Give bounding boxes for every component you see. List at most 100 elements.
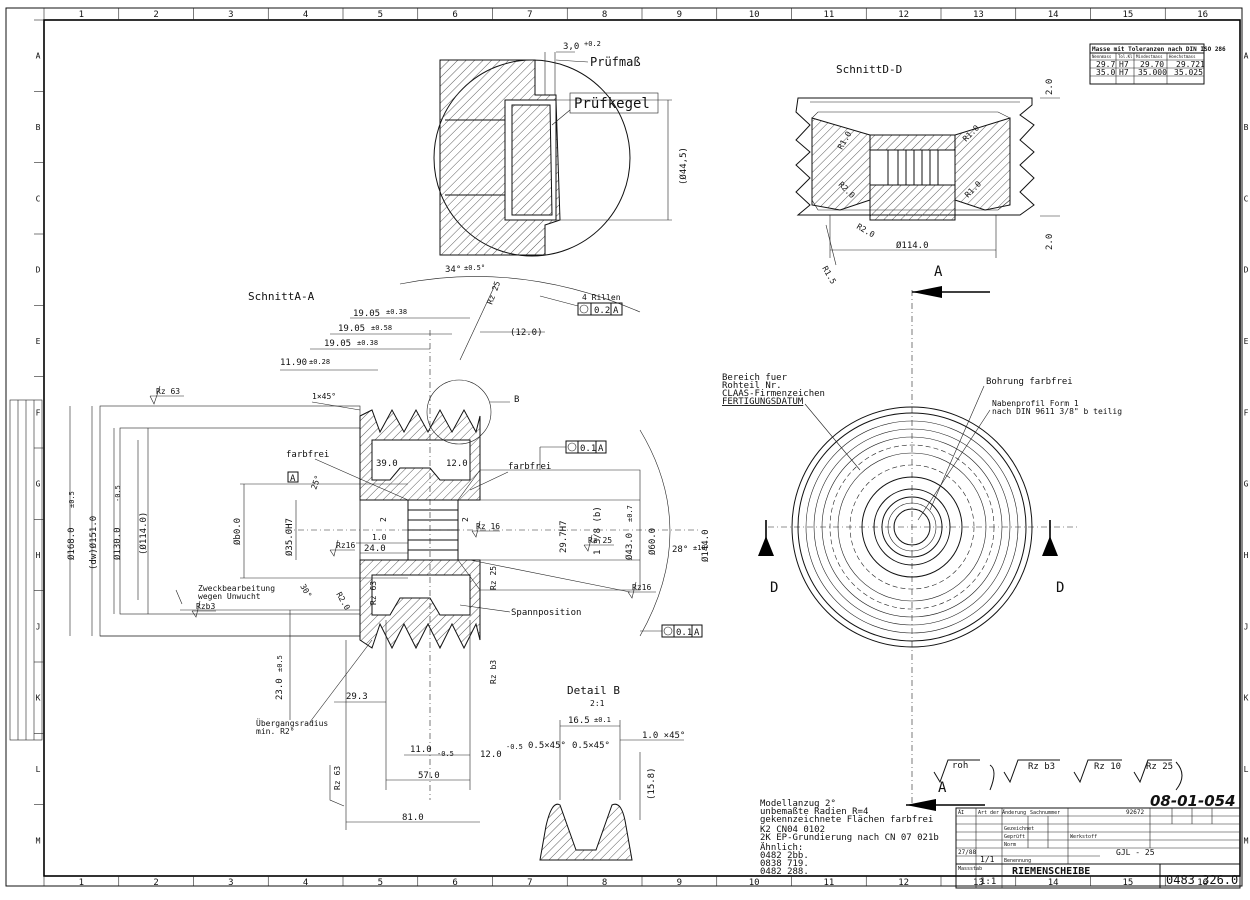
zone-number-top: 6: [452, 10, 457, 20]
zone-letter-right: B: [1244, 123, 1249, 132]
dim-1-3-8: 1 3/8 (b): [593, 506, 603, 555]
dim-23-tol: ±0.5: [276, 655, 284, 672]
radius-r2: R2.0: [334, 591, 352, 612]
tb-name-label: Benennung: [1004, 858, 1031, 864]
side-revision-notes: [9, 399, 43, 741]
surface-rz25: Rz 25: [1146, 762, 1173, 772]
dim-43: Ø43.0: [624, 533, 635, 560]
hub-note-1: Nabenprofil Form 1: [992, 399, 1079, 408]
zone-number-top: 1: [79, 10, 84, 20]
zone-number-top: 4: [303, 10, 308, 20]
surface-rz63: Rz b3: [1028, 762, 1055, 772]
zone-number-top: 8: [602, 10, 607, 20]
dim-12: 12.0: [446, 459, 468, 469]
tolerance-table: Masse mit Toleranzen nach DIN ISO 286 Ne…: [1089, 43, 1226, 85]
d-dim-r2b: R2.0: [855, 222, 876, 240]
rz25-top: Rz 25: [485, 280, 502, 306]
rz25-lowest: Rz 63: [369, 581, 378, 605]
zone-letter-right: J: [1244, 622, 1249, 631]
zone-letter-left: C: [36, 194, 41, 203]
angle-30: 30°: [298, 583, 313, 600]
inner-frame: [43, 19, 1241, 877]
detail-b-ref: B: [514, 395, 519, 405]
section-d-label-left: D: [770, 580, 778, 596]
farbfrei-right: farbfrei: [508, 462, 551, 472]
pruefmass-detail: 3,0 +0.2 Prüfmaß Prüfkegel (Ø44,5): [433, 40, 689, 257]
note-5: 2K EP-Grundierung nach CN 07 021b: [760, 833, 939, 843]
tb-material: GJL - 25: [1116, 848, 1155, 857]
runout-1: 0.1: [580, 444, 596, 454]
tol-cell: 35.000: [1138, 68, 1167, 77]
dim-12b: 12.0: [480, 750, 502, 760]
detail-b-16-5-tol: ±0.1: [594, 716, 611, 724]
tb-scale: 1:1: [980, 877, 996, 887]
dim-151: (dw)Ø151.0: [88, 516, 99, 570]
zone-letter-left: D: [36, 266, 41, 275]
outer-frame: [5, 7, 1243, 887]
chamfer-b-1: 0.5×45°: [528, 741, 566, 751]
dim-81: 81.0: [402, 813, 424, 823]
zone-number-top: 3: [228, 10, 233, 20]
zone-number-bottom: 8: [602, 878, 607, 888]
zone-letter-left: K: [36, 694, 41, 703]
tol-cell: 35.025: [1174, 68, 1203, 77]
tol-cell: 29.721: [1176, 60, 1205, 69]
detail-b-16-5: 16.5: [568, 716, 590, 726]
dim-35h7: Ø35.0H7: [284, 518, 295, 556]
note-9: 0482 288.: [760, 867, 809, 877]
note-7: 0482 2bb.: [760, 851, 809, 861]
datum-a: A: [290, 474, 296, 484]
dim-60: Ø60.0: [647, 528, 658, 555]
tol-cell: 29.70: [1140, 60, 1164, 69]
tol-header-1: Nennmass: [1092, 54, 1112, 59]
detail-b-scale: 2:1: [590, 699, 605, 708]
pruef-dim-top-tol: +0.2: [584, 40, 601, 48]
d-dim-r15: R1.5: [820, 265, 838, 286]
zone-number-top: 16: [1197, 10, 1208, 20]
title-block: 08-01-054 ÄI Art der Änderung Sachnummer…: [955, 792, 1241, 889]
tol-cell: H7: [1119, 68, 1129, 77]
zone-number-bottom: 14: [1048, 878, 1059, 888]
dim-19-1-tol: ±0.38: [386, 308, 407, 316]
section-d-label-right: D: [1056, 580, 1064, 596]
grooves-label: 4 Rillen: [582, 293, 621, 302]
dim-11-tol: -0.5: [437, 750, 454, 758]
rz16-c: Rz16: [632, 583, 651, 592]
tb-scale-label: Massstab: [958, 866, 982, 872]
dim-12-paren: (12.0): [510, 328, 543, 338]
surface-rz10: Rz 10: [1094, 762, 1121, 772]
section-a-title: SchnittA-A: [248, 290, 315, 303]
tb-drawn: Gezeichnet: [1004, 826, 1034, 832]
zone-number-bottom: 7: [527, 878, 532, 888]
zone-number-bottom: 10: [749, 878, 760, 888]
chamfer-1x45: 1×45°: [312, 392, 336, 401]
pruef-dia: (Ø44,5): [678, 147, 689, 185]
note-8: 0838 719.: [760, 859, 809, 869]
dim-24: 24.0: [364, 544, 386, 554]
runout-1-ref: A: [598, 444, 604, 454]
zone-letter-left: L: [36, 765, 41, 774]
note-2: unbemaßte Radien R=4: [760, 807, 868, 817]
detail-b-title: Detail B: [567, 684, 620, 697]
handwritten-number: 08-01-054: [1150, 792, 1236, 810]
tolerance-title: Masse mit Toleranzen nach DIN ISO 286: [1092, 46, 1226, 53]
dim-29-7: 29.7H7: [559, 520, 569, 553]
tb-cell-sachnr: Sachnummer: [1030, 810, 1060, 816]
angle-34-tol: ±0.5°: [464, 264, 485, 272]
dim-2a: 2: [379, 517, 388, 522]
section-a-a: SchnittA-A 34° ±0.5° Rz 25: [66, 264, 711, 830]
dim-11-90-tol: ±0.28: [309, 358, 330, 366]
dim-19-3: 19.05: [324, 339, 351, 349]
clamp-position: Spannposition: [511, 608, 581, 618]
rz25-lower: Rz 25: [489, 566, 498, 590]
zone-number-top: 7: [527, 10, 532, 20]
dim-144: Ø144.0: [700, 529, 711, 562]
tol-header-4: Hoechstmass: [1169, 54, 1196, 59]
zone-letter-left: M: [36, 836, 41, 845]
chamfer-b-3: 1.0 ×45°: [642, 731, 685, 741]
zone-number-bottom: 16: [1197, 878, 1208, 888]
tb-norm: Norm: [1004, 842, 1016, 848]
dim-39: 39.0: [376, 459, 398, 469]
zone-number-top: 11: [823, 10, 834, 20]
rz63-label: Rz 63: [156, 387, 180, 396]
